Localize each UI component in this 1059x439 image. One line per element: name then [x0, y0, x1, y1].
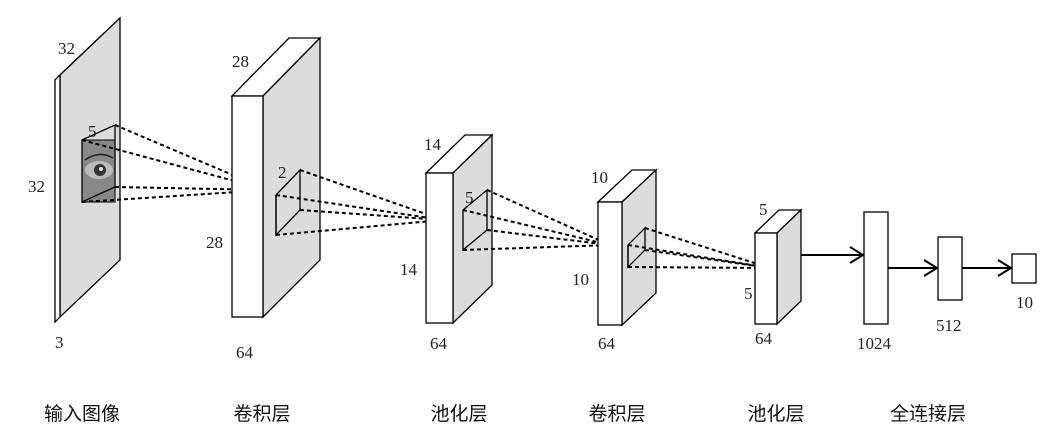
- pool2-block: [753, 208, 803, 326]
- fc-arrow-2: [888, 259, 939, 277]
- pool1-height-label: 14: [400, 260, 418, 279]
- caption-conv2: 卷积层: [588, 403, 645, 425]
- conv1-width-label: 28: [232, 52, 249, 71]
- input-height-label: 32: [28, 177, 45, 196]
- conv2-block: [596, 168, 658, 327]
- conv2-height-label: 10: [572, 270, 589, 289]
- eye-image: [84, 153, 114, 179]
- fc-512-label: 512: [936, 316, 962, 335]
- pool1-block: [424, 133, 494, 325]
- pool2-width-label: 5: [759, 200, 768, 219]
- connection-conv2-pool2: [627, 227, 771, 269]
- fc-512-block: [937, 236, 963, 301]
- connection-pool1-conv2: [462, 189, 611, 251]
- conv1-block: [230, 36, 322, 319]
- caption-pool1: 池化层: [430, 403, 487, 425]
- fc-10-label: 10: [1016, 293, 1033, 312]
- input-image-block: [54, 16, 121, 324]
- caption-conv1: 卷积层: [233, 403, 290, 425]
- watermark: CSDN @小丸章鱼: [908, 417, 1022, 434]
- input-depth-label: 3: [55, 333, 64, 352]
- fc-arrow-3: [962, 259, 1013, 277]
- caption-fc: 全连接层: [890, 403, 966, 425]
- pool2-depth-label: 64: [755, 329, 773, 348]
- fc-10-block: [1011, 253, 1037, 284]
- conv1-kernel-label: 2: [278, 163, 287, 182]
- pool1-width-label: 14: [424, 135, 442, 154]
- pool1-kernel-label: 5: [465, 188, 474, 207]
- caption-pool2: 池化层: [747, 403, 804, 425]
- conv2-width-label: 10: [591, 168, 608, 187]
- connection-conv1-pool1: [275, 169, 444, 236]
- conv2-depth-label: 64: [598, 334, 616, 353]
- pool2-height-label: 5: [744, 284, 753, 303]
- input-kernel-label: 5: [88, 122, 97, 141]
- conv1-depth-label: 64: [236, 343, 254, 362]
- conv1-height-label: 28: [206, 233, 223, 252]
- caption-input-image: 输入图像: [44, 403, 120, 425]
- input-width-label: 32: [58, 39, 75, 58]
- fc-arrow-1: [801, 246, 865, 264]
- fc-1024-label: 1024: [857, 334, 892, 353]
- fc-1024-block: [863, 211, 889, 325]
- pool1-depth-label: 64: [430, 334, 448, 353]
